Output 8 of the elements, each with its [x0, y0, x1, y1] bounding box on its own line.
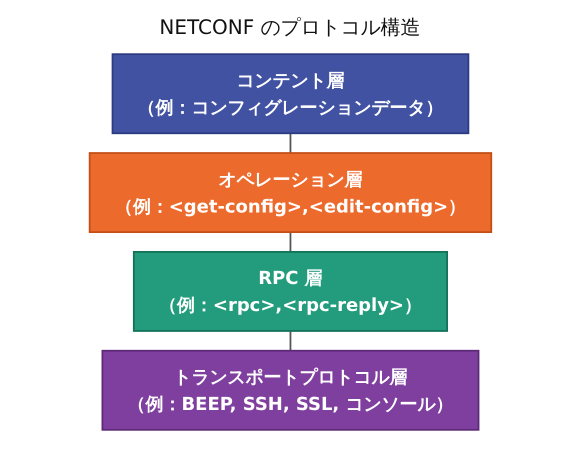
- diagram-title: NETCONF のプロトコル構造: [159, 14, 421, 41]
- node-box: トランスポートプロトコル層 （例：BEEP, SSH, SSL, コンソール）: [101, 350, 479, 431]
- node-box: RPC 層 （例：<rpc>,<rpc-reply>）: [132, 250, 448, 332]
- connector: [289, 232, 291, 252]
- connector: [289, 330, 291, 351]
- node-box: コンテント層 （例：コンフィグレーションデータ）: [111, 53, 469, 134]
- connector: [289, 133, 291, 154]
- node-box: オペレーション層 （例：<get-config>,<edit-config>）: [88, 152, 492, 234]
